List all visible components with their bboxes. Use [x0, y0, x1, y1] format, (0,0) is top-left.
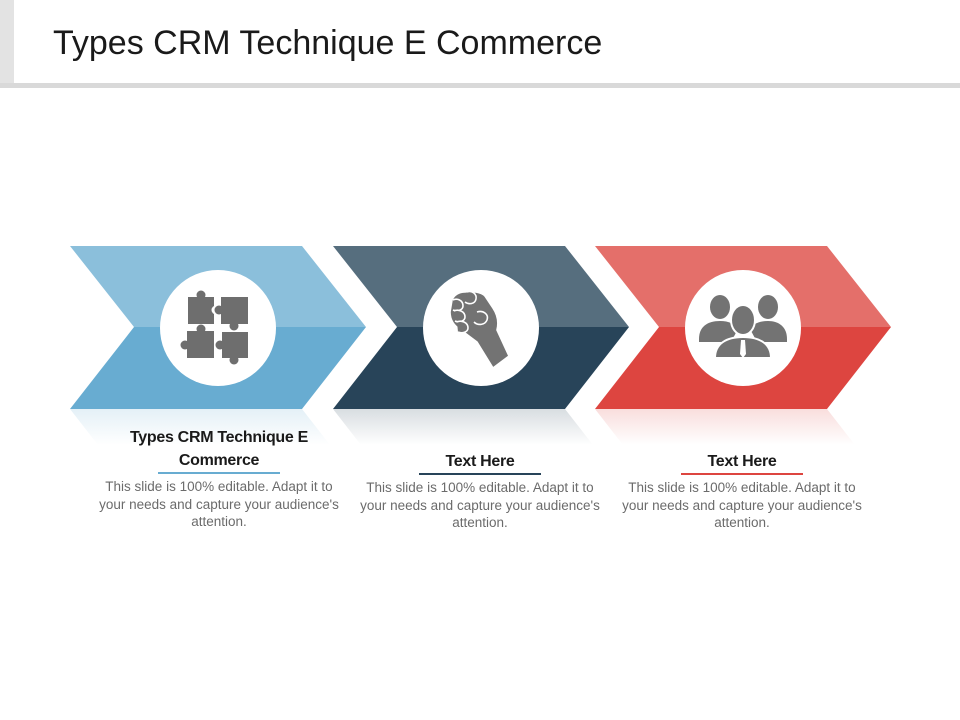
puzzle-icon-circle — [160, 270, 276, 386]
step-3-caption: Text Here This slide is 100% editable. A… — [622, 450, 862, 532]
step-2-description: This slide is 100% editable. Adapt it to… — [360, 480, 600, 530]
step-1-title: Types CRM Technique E Commerce — [129, 429, 309, 469]
step-2-title: Text Here — [445, 453, 515, 470]
title-bar: Types CRM Technique E Commerce — [0, 0, 960, 88]
title-divider — [0, 83, 960, 88]
step-1-underline — [158, 472, 280, 474]
step-3-underline — [681, 473, 803, 475]
step-3-description: This slide is 100% editable. Adapt it to… — [622, 480, 862, 530]
slide-title: Types CRM Technique E Commerce — [53, 24, 603, 62]
puzzle-icon — [180, 290, 248, 365]
fist-icon — [449, 290, 510, 370]
step-3-title: Text Here — [707, 453, 777, 470]
step-1-caption: Types CRM Technique E Commerce This slid… — [99, 426, 339, 531]
step-2-caption: Text Here This slide is 100% editable. A… — [360, 450, 600, 532]
title-accent — [0, 0, 14, 88]
team-icon — [699, 295, 787, 359]
team-icon-circle — [685, 270, 801, 386]
step-2-underline — [419, 473, 541, 475]
step-1-description: This slide is 100% editable. Adapt it to… — [99, 479, 339, 529]
fist-icon-circle — [423, 270, 539, 386]
